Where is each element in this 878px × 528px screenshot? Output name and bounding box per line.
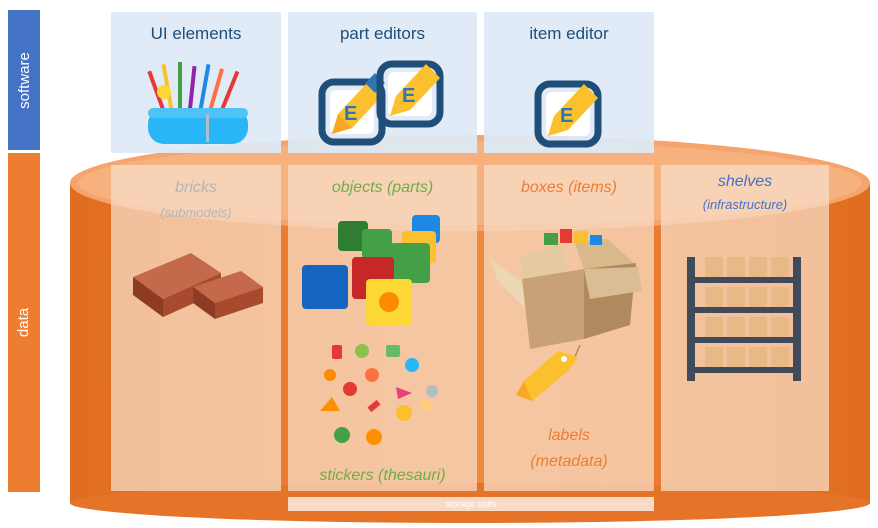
objects-label: objects (parts) xyxy=(331,179,434,196)
bricks-panel: bricks (submodels) xyxy=(111,165,281,491)
stickers-label: stickers (thesauri) xyxy=(319,467,446,484)
infrastructure-label: (infrastructure) xyxy=(702,197,788,212)
svg-text:E: E xyxy=(402,85,415,107)
bricks-icon xyxy=(133,253,263,319)
software-bar: software xyxy=(8,10,40,150)
ui-elements-panel: UI elements xyxy=(111,12,281,153)
item-editor-title: item editor xyxy=(529,24,609,43)
box-icon xyxy=(490,229,642,401)
blocks-icon xyxy=(302,215,440,325)
shelves-label: shelves xyxy=(717,173,773,190)
pencil-case-icon xyxy=(147,62,248,144)
submodels-label: (submodels) xyxy=(160,205,232,220)
svg-text:E: E xyxy=(344,103,357,125)
boxes-panel: boxes (items) labels (metadata) xyxy=(484,165,654,491)
ui-elements-title: UI elements xyxy=(150,24,242,43)
item-editor-panel: item editor E xyxy=(484,12,654,153)
stickers-icon xyxy=(320,344,438,445)
data-bar: data xyxy=(8,153,40,492)
labels-label: labels xyxy=(548,427,590,444)
edit-icon: E xyxy=(534,80,602,148)
part-editors-title: part editors xyxy=(339,24,426,43)
part-editors-panel: part editors E E xyxy=(288,12,477,153)
shelves-panel: shelves (infrastructure) xyxy=(661,165,829,491)
storage-units-label: storage units xyxy=(288,497,654,511)
objects-panel: objects (parts) stickers (thesauri) xyxy=(288,165,477,491)
shelves-icon xyxy=(687,257,801,381)
edit-icon: E E xyxy=(318,60,444,146)
boxes-label: boxes (items) xyxy=(520,179,618,196)
metadata-label: (metadata) xyxy=(530,453,608,470)
svg-text:E: E xyxy=(560,105,573,127)
bricks-label: bricks xyxy=(175,179,217,196)
